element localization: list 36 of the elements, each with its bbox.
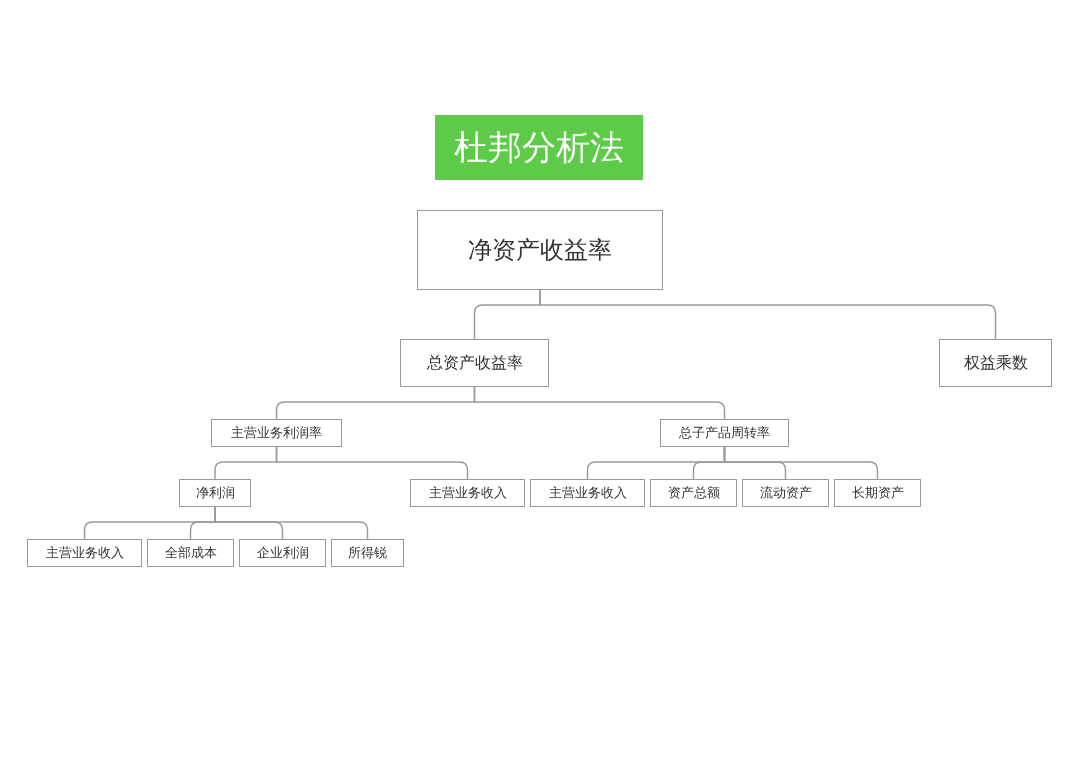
node-box — [530, 479, 645, 507]
connector-line — [473, 386, 726, 420]
connector-line — [723, 446, 879, 480]
node-box — [939, 339, 1052, 387]
connector-line — [539, 289, 997, 340]
node-label: 流动资产 — [759, 484, 812, 503]
node-label: 权益乘数 — [963, 352, 1028, 374]
connector-line — [275, 446, 469, 480]
node-box — [650, 479, 737, 507]
node-box — [27, 539, 142, 567]
node-box — [660, 419, 789, 447]
node-box — [834, 479, 921, 507]
node-label: 主营业务收入 — [45, 544, 124, 563]
node-box — [742, 479, 829, 507]
node-label: 所得锐 — [348, 544, 387, 563]
node-box — [211, 419, 342, 447]
node-label: 资产总额 — [667, 484, 720, 503]
node-label: 主营业务收入 — [428, 484, 507, 503]
node-box — [400, 339, 549, 387]
node-box — [239, 539, 326, 567]
node-label: 总资产收益率 — [426, 352, 523, 374]
node-label: 净利润 — [195, 484, 235, 503]
title-banner: 杜邦分析法 — [435, 115, 643, 180]
node-label: 净资产收益率 — [468, 235, 612, 266]
node-label: 主营业务利润率 — [231, 424, 322, 443]
node-box — [417, 210, 663, 290]
node-label: 总子产品周转率 — [679, 424, 770, 443]
node-label: 长期资产 — [851, 484, 904, 503]
node-label: 企业利润 — [256, 544, 309, 563]
node-label: 全部成本 — [164, 544, 217, 563]
connector-line — [214, 506, 369, 540]
node-box — [147, 539, 234, 567]
node-box — [331, 539, 404, 567]
node-box — [410, 479, 525, 507]
node-label: 主营业务收入 — [548, 484, 627, 503]
node-box — [179, 479, 251, 507]
